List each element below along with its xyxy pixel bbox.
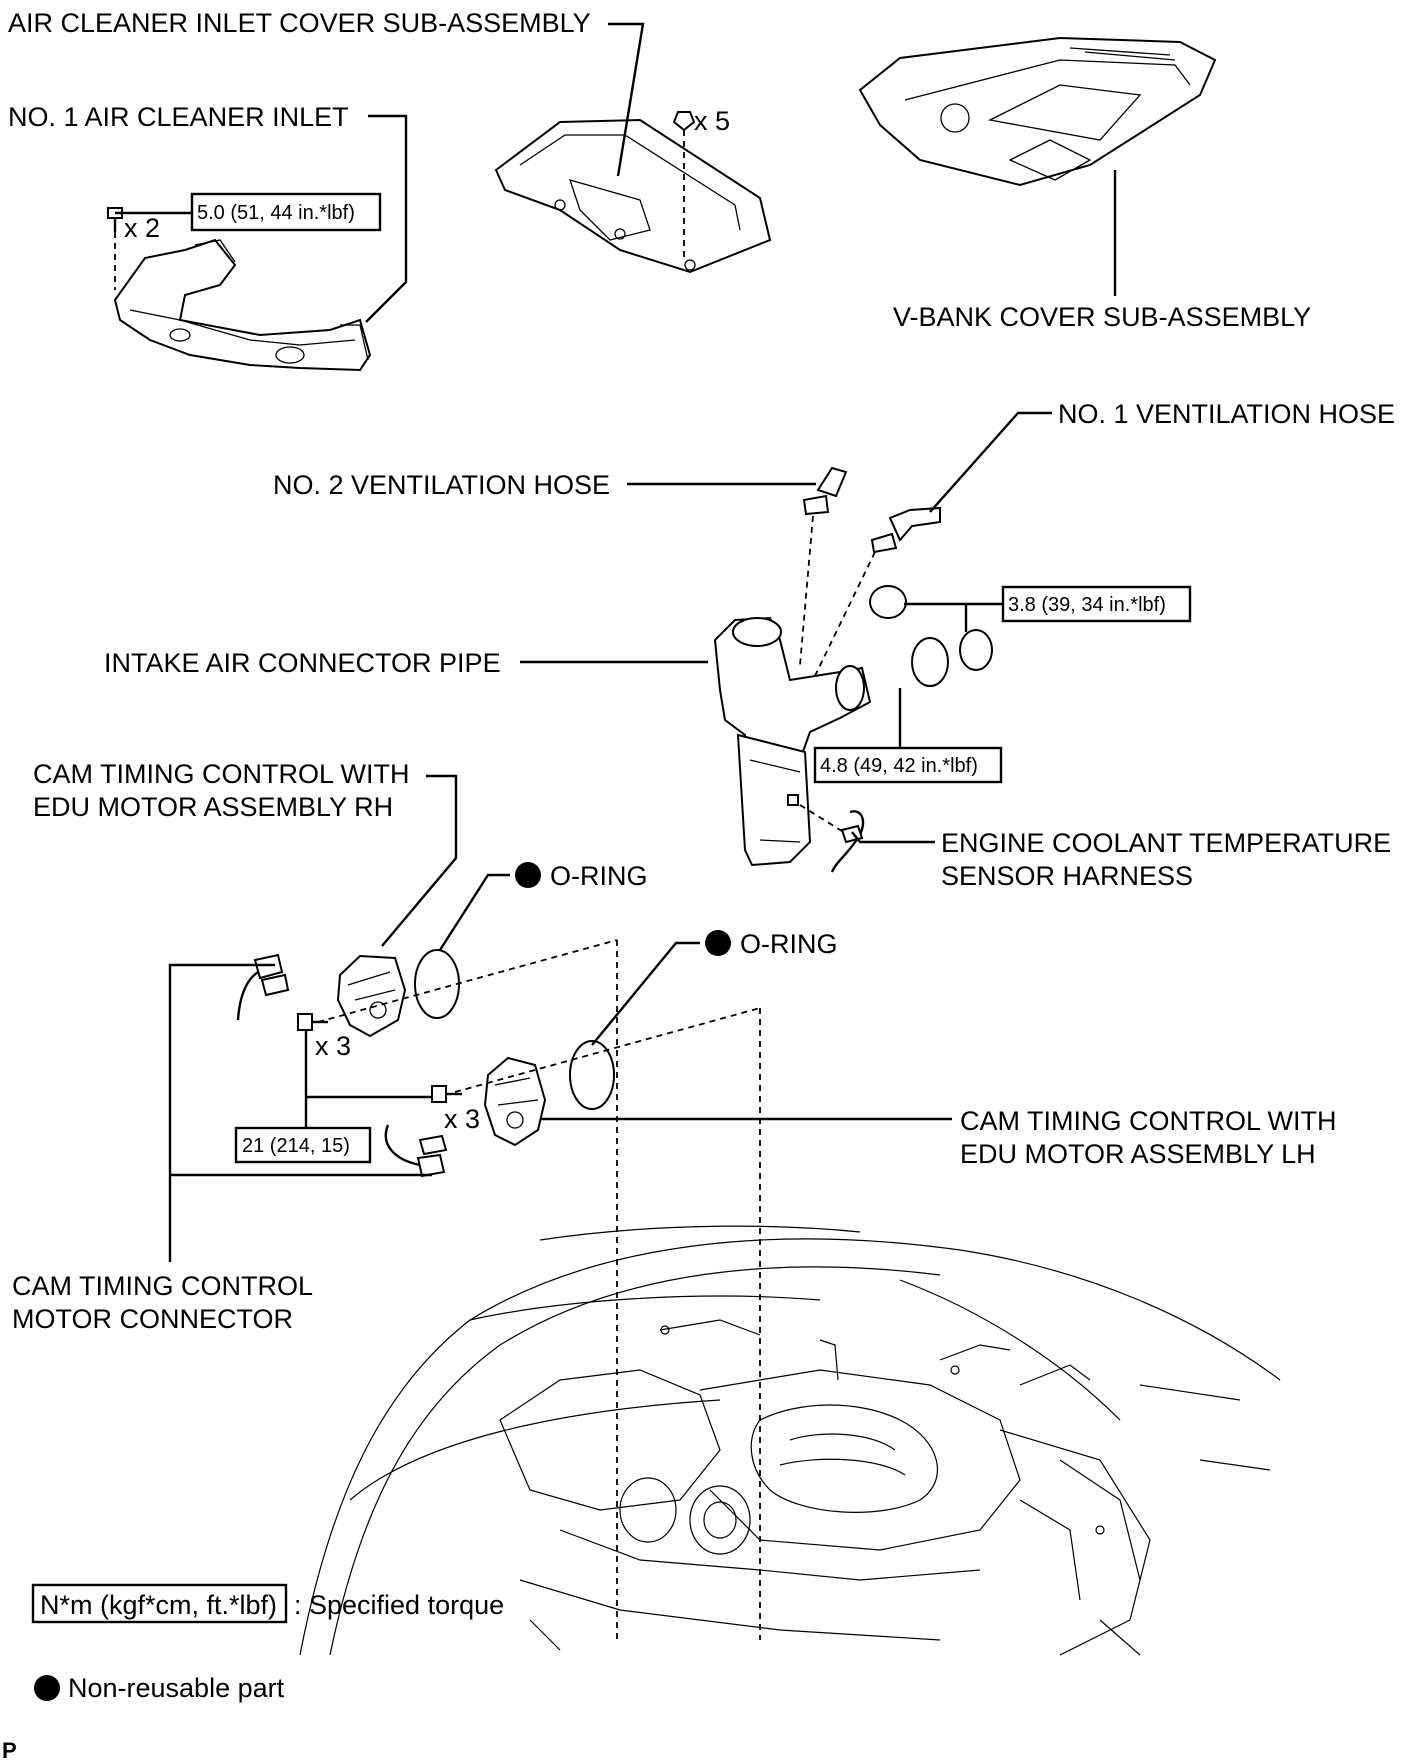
torque-box-cam-bolts — [234, 1126, 372, 1164]
hose-clamp-upper-left — [869, 585, 907, 619]
torque-air-cleaner-inlet: 5.0 (51, 44 in.*lbf) — [197, 202, 355, 224]
v-bank-cover-part — [858, 36, 1217, 187]
label-no2-ventilation-hose: NO. 2 VENTILATION HOSE — [273, 470, 610, 500]
o-ring-nonreusable-icon-2 — [705, 930, 731, 956]
label-intake-air-connector-pipe: INTAKE AIR CONNECTOR PIPE — [104, 648, 501, 678]
legend-nonreusable-desc: Non-reusable part — [68, 1673, 285, 1703]
torque-clamp-upper: 3.8 (39, 34 in.*lbf) — [1008, 594, 1166, 616]
hose-clamp-upper-right — [959, 629, 993, 671]
corner-mark: P — [2, 1738, 17, 1763]
o-ring-nonreusable-icon-1 — [515, 862, 541, 888]
bolt-lh-icon — [431, 1085, 462, 1103]
torque-box-clamp-upper — [1001, 585, 1192, 623]
no1-air-cleaner-inlet-part — [113, 238, 372, 372]
bolt-quantity-x2: x 2 — [124, 213, 160, 243]
label-o-ring-2: O-RING — [740, 929, 838, 959]
bolt-rh-icon — [297, 1013, 328, 1031]
intake-air-connector-pipe-part — [713, 616, 872, 867]
bolt-icon — [107, 207, 123, 232]
label-air-cleaner-inlet-cover: AIR CLEANER INLET COVER SUB-ASSEMBLY — [8, 8, 591, 38]
no1-ventilation-hose-part — [870, 506, 941, 554]
legend-torque-unit: N*m (kgf*cm, ft.*lbf) — [40, 1590, 277, 1620]
o-ring-rh — [414, 949, 460, 1019]
torque-box-clamp-lower — [813, 746, 1003, 784]
label-cam-rh-line1: CAM TIMING CONTROL WITH — [33, 759, 409, 789]
label-o-ring-1: O-RING — [550, 861, 648, 891]
label-cam-rh-line2: EDU MOTOR ASSEMBLY RH — [33, 792, 393, 822]
clip-quantity: x 5 — [694, 106, 730, 136]
cam-timing-control-lh-part — [483, 1056, 547, 1147]
torque-box-air-cleaner-inlet — [190, 192, 382, 232]
non-reusable-icon — [34, 1675, 60, 1701]
legend-torque-desc: : Specified torque — [294, 1590, 504, 1620]
clip-icon — [672, 111, 696, 132]
label-cam-lh-line2: EDU MOTOR ASSEMBLY LH — [960, 1139, 1316, 1169]
label-v-bank-cover: V-BANK COVER SUB-ASSEMBLY — [893, 302, 1311, 332]
label-cam-lh-line1: CAM TIMING CONTROL WITH — [960, 1106, 1336, 1136]
cam-motor-connector-rh-part — [236, 953, 290, 1021]
torque-clamp-lower: 4.8 (49, 42 in.*lbf) — [820, 755, 978, 777]
label-connector-line1: CAM TIMING CONTROL — [12, 1271, 313, 1301]
engine-bay-illustration — [299, 1225, 1281, 1656]
label-connector-line2: MOTOR CONNECTOR — [12, 1304, 293, 1334]
label-no1-air-cleaner-inlet: NO. 1 AIR CLEANER INLET — [8, 102, 349, 132]
label-ect-line1: ENGINE COOLANT TEMPERATURE — [941, 828, 1391, 858]
label-ect-line2: SENSOR HARNESS — [941, 861, 1193, 891]
bolt-rh-quantity: x 3 — [315, 1031, 351, 1061]
cam-motor-connector-lh-part — [384, 1124, 448, 1178]
air-cleaner-inlet-cover-part — [494, 118, 772, 274]
no2-ventilation-hose-part — [802, 466, 848, 516]
bolt-lh-quantity: x 3 — [444, 1104, 480, 1134]
hose-clamp-lower — [911, 637, 949, 687]
torque-cam-bolts: 21 (214, 15) — [242, 1135, 350, 1157]
legend-torque-box — [31, 1583, 288, 1624]
o-ring-lh — [569, 1040, 615, 1110]
label-no1-ventilation-hose: NO. 1 VENTILATION HOSE — [1058, 399, 1395, 429]
cam-timing-control-rh-part — [336, 954, 407, 1038]
